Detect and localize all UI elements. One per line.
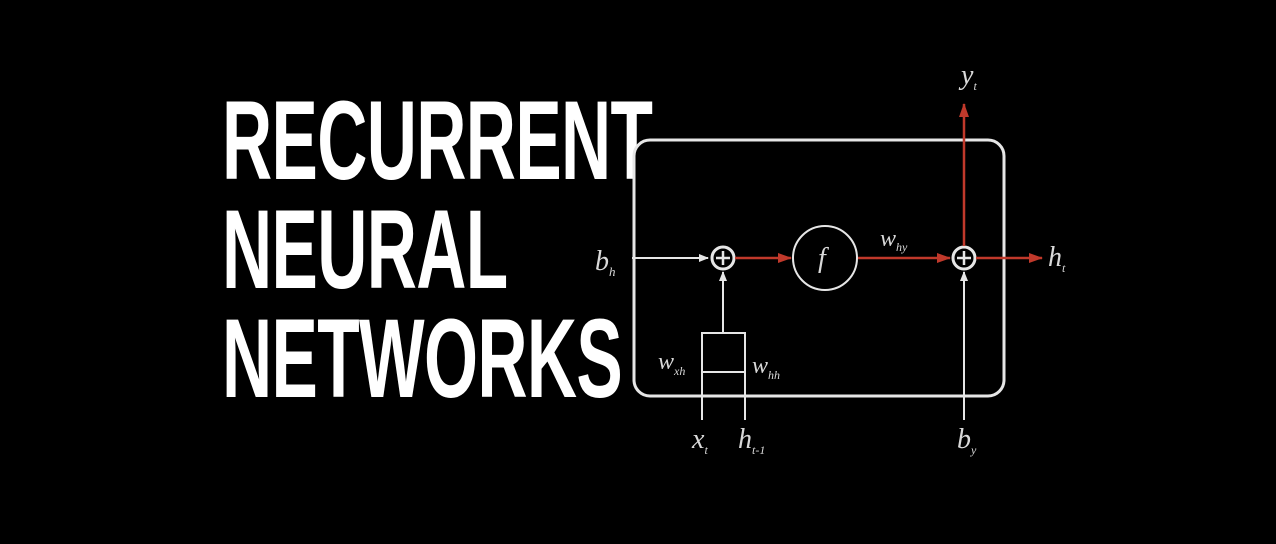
- yt-label: yt: [958, 60, 977, 93]
- why-label: why: [880, 226, 908, 254]
- xt-label: xt: [691, 424, 708, 457]
- wxh-label: wxh: [658, 349, 685, 378]
- weights-junction: [701, 332, 746, 373]
- activation-node-icon: [792, 225, 858, 291]
- headline: RECURRENT NEURAL NETWORKS: [222, 85, 653, 415]
- bh-label: bh: [595, 246, 616, 279]
- ht-label: ht: [1048, 242, 1066, 275]
- f-label: f: [818, 243, 829, 274]
- by-label: by: [957, 424, 977, 457]
- sum-node-icon: [710, 245, 736, 271]
- ht1-label: ht-1: [738, 424, 765, 457]
- whh-label: whh: [752, 353, 780, 382]
- headline-line-2: NEURAL: [222, 187, 508, 312]
- output-sum-node-icon: [951, 245, 977, 271]
